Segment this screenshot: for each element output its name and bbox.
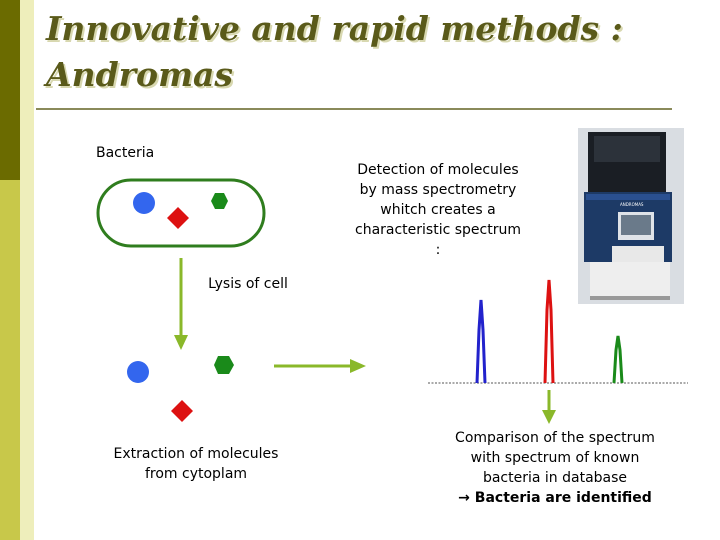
spectrum-peak-blue [475,299,487,384]
identified-line: → Bacteria are identified [430,488,680,508]
comparison-line-2: with spectrum of known [470,450,640,466]
compare-arrow-head [542,410,556,424]
title-line-2: Andromas [46,55,233,94]
accent-bar-light [0,180,20,540]
label-comparison: Comparison of the spectrum with spectrum… [430,428,680,508]
title-line-1: Innovative and rapid methods : [46,9,623,48]
extracted-molecule-red-diamond [171,400,193,422]
spectrum-peak-green [612,335,624,384]
detection-line-4: characteristic spectrum [355,222,521,238]
comparison-line-1: Comparison of the spectrum [455,430,655,446]
extracted-molecule-green-hexagon [214,356,234,374]
label-lysis: Lysis of cell [208,276,288,292]
lysis-arrow-head [174,335,188,350]
instrument-base [590,262,670,296]
label-bacteria: Bacteria [96,145,155,161]
molecule-green-hexagon [211,193,228,209]
slide-title: Innovative and rapid methods : Andromas [46,6,686,98]
extraction-line-1: Extraction of molecules [113,446,279,462]
accent-bar-pale [20,0,34,540]
bacteria-cell-outline [96,178,266,248]
detection-line-2: by mass spectrometry [359,182,517,198]
accent-bar-dark [0,0,20,180]
instrument-sample-plate [612,246,664,264]
extraction-line-2: from cytoplam [144,466,248,482]
detection-line-1: Detection of molecules [357,162,519,178]
right-arrow-icon: → [458,490,470,506]
detection-line-5: : [435,242,441,258]
spectrum-peak-red [543,279,555,384]
mass-spectrometer-photo: ANDROMAS [578,128,684,304]
label-detection: Detection of molecules by mass spectrome… [338,160,538,260]
comparison-line-3: bacteria in database [482,470,628,486]
identified-text: Bacteria are identified [474,490,652,506]
title-divider [36,108,672,110]
to-spectrometer-arrow-head [350,359,366,373]
extracted-molecule-blue-circle [127,361,149,383]
instrument-brand-text: ANDROMAS [620,202,644,207]
molecule-red-diamond [167,207,189,229]
label-extraction: Extraction of molecules from cytoplam [96,444,296,484]
molecule-blue-circle [133,192,155,214]
detection-line-3: whitch creates a [380,202,496,218]
